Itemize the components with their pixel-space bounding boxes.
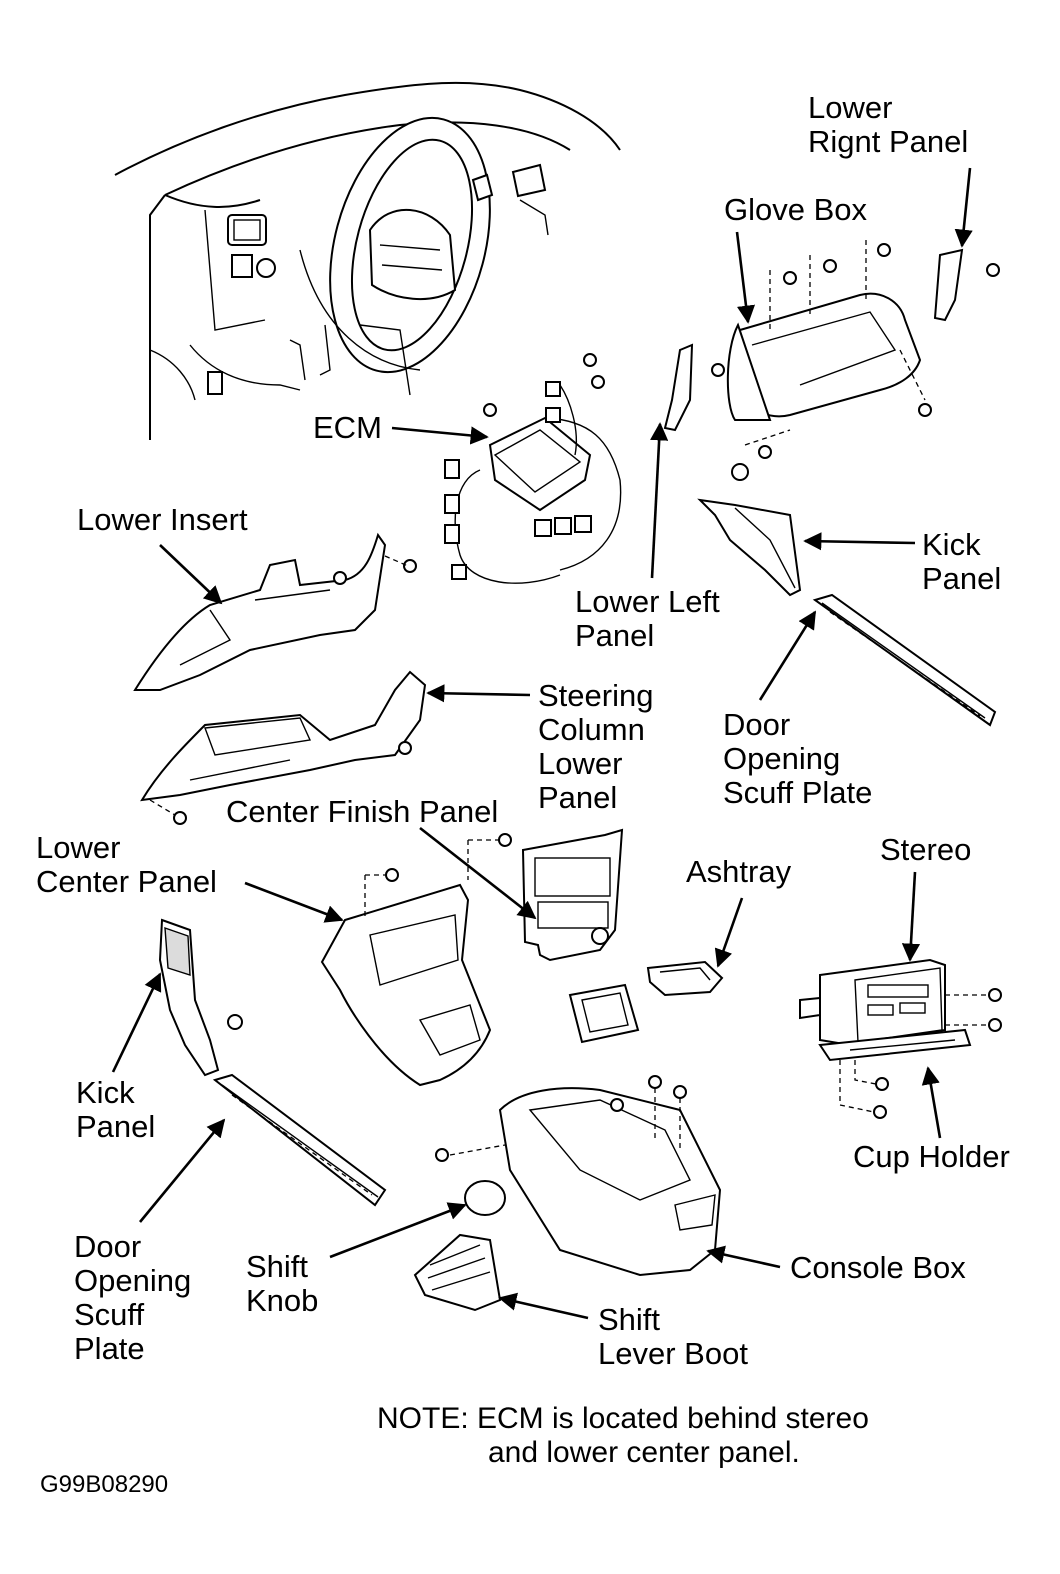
label-line: Shift xyxy=(246,1249,308,1284)
label-line: Panel xyxy=(538,780,617,815)
figure-code: G99B08290 xyxy=(40,1471,168,1498)
dashboard-illustration xyxy=(114,81,621,440)
lower-center-panel-part xyxy=(320,868,492,1087)
label-line: Panel xyxy=(76,1109,155,1144)
kick-panel-left-part xyxy=(158,918,243,1077)
leader-arrows xyxy=(111,167,973,1320)
label-ashtray: Ashtray xyxy=(686,854,792,889)
label-line: Lower xyxy=(808,90,892,125)
note-line-1: NOTE: ECM is located behind stereo xyxy=(377,1402,869,1435)
ashtray-part xyxy=(646,960,724,997)
note-block: NOTE: ECM is located behind stereo and l… xyxy=(377,1402,869,1469)
label-line: Panel xyxy=(575,618,654,653)
kick-panel-right-part xyxy=(697,498,802,597)
door-scuff-plate-left-part xyxy=(212,1073,387,1207)
label-stereo: Stereo xyxy=(880,832,971,867)
label-line: Center Finish Panel xyxy=(226,794,498,829)
lower-insert-part xyxy=(133,532,417,691)
label-line: Column xyxy=(538,712,645,747)
label-line: Rignt Panel xyxy=(808,124,968,159)
label-line: Lower Left xyxy=(575,584,720,619)
label-line: Lever Boot xyxy=(598,1336,748,1371)
door-scuff-plate-right-part xyxy=(812,593,997,727)
glove-box-screws xyxy=(711,243,1000,481)
label-line: Opening xyxy=(74,1263,191,1298)
label-line: Shift xyxy=(598,1302,660,1337)
label-ecm: ECM xyxy=(313,410,382,445)
ecm-part xyxy=(444,353,622,584)
label-line: Glove Box xyxy=(724,192,868,227)
label-line: Knob xyxy=(246,1283,318,1318)
console-box-part xyxy=(435,1075,722,1277)
label-line: Scuff xyxy=(74,1297,144,1332)
label-line: ECM xyxy=(313,410,382,445)
label-cup-holder: Cup Holder xyxy=(853,1139,1010,1174)
label-lower-insert: Lower Insert xyxy=(77,502,248,537)
label-line: Opening xyxy=(723,741,840,776)
note-line-2: and lower center panel. xyxy=(488,1436,800,1469)
label-console-box: Console Box xyxy=(790,1250,966,1285)
label-line: Stereo xyxy=(880,832,971,867)
label-line: Scuff Plate xyxy=(723,775,872,810)
label-center-finish-panel: Center Finish Panel xyxy=(226,794,498,829)
shift-lever-boot-part xyxy=(413,1233,502,1312)
shift-knob-part xyxy=(464,1180,506,1216)
stereo-part xyxy=(799,958,1002,1047)
label-line: Lower xyxy=(538,746,622,781)
label-line: Kick xyxy=(76,1075,135,1110)
label-line: Lower Insert xyxy=(77,502,248,537)
label-line: Plate xyxy=(74,1331,145,1366)
glove-box-part xyxy=(726,240,964,446)
label-line: Kick xyxy=(922,527,981,562)
label-line: Cup Holder xyxy=(853,1139,1010,1174)
cup-holder-part xyxy=(818,1028,972,1119)
center-finish-panel-part xyxy=(467,828,624,962)
label-line: Steering xyxy=(538,678,653,713)
label-glove-box: Glove Box xyxy=(724,192,868,227)
label-line: Panel xyxy=(922,561,1001,596)
shift-surround-part xyxy=(568,983,640,1044)
steering-column-lower-panel-part xyxy=(140,670,427,825)
label-line: Door xyxy=(723,707,790,742)
label-line: Center Panel xyxy=(36,864,217,899)
label-line: Console Box xyxy=(790,1250,966,1285)
lower-left-panel-part xyxy=(663,343,694,432)
label-line: Door xyxy=(74,1229,141,1264)
label-line: Lower xyxy=(36,830,120,865)
label-line: Ashtray xyxy=(686,854,792,889)
